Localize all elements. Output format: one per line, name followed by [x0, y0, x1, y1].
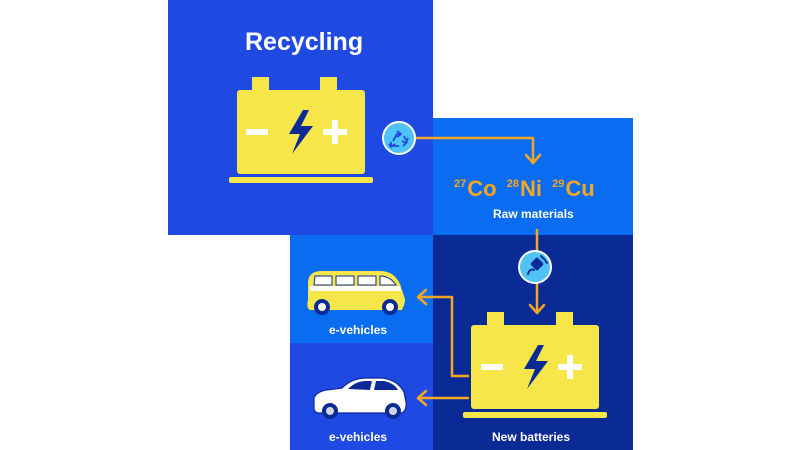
arrowhead-ev2 [416, 389, 428, 407]
electric-car-icon [313, 377, 407, 419]
e-vehicles-label-2: e-vehicles [329, 430, 388, 444]
charging-plug-icon [518, 250, 552, 284]
element-copper: 29Cu [552, 176, 595, 201]
battery-icon [229, 77, 373, 183]
arrowhead-ev1 [416, 288, 428, 306]
element-nickel: 28Ni [506, 176, 542, 201]
recycling-title: Recycling [245, 28, 364, 56]
arrow-recycle-to-raw [414, 136, 535, 164]
new-battery-icon [463, 312, 607, 418]
arrowhead-new [528, 303, 546, 315]
new-batteries-label: New batteries [492, 430, 571, 444]
raw-material-elements: 27Co 28Ni 29Cu [454, 176, 599, 202]
recycle-icon [382, 121, 416, 155]
e-vehicles-label-1: e-vehicles [329, 323, 388, 337]
electric-van-icon [307, 271, 405, 315]
arrow-new-to-ev1 [416, 295, 470, 378]
element-cobalt: 27Co [454, 176, 497, 201]
arrowhead-raw [524, 153, 542, 165]
raw-materials-label: Raw materials [493, 207, 574, 221]
